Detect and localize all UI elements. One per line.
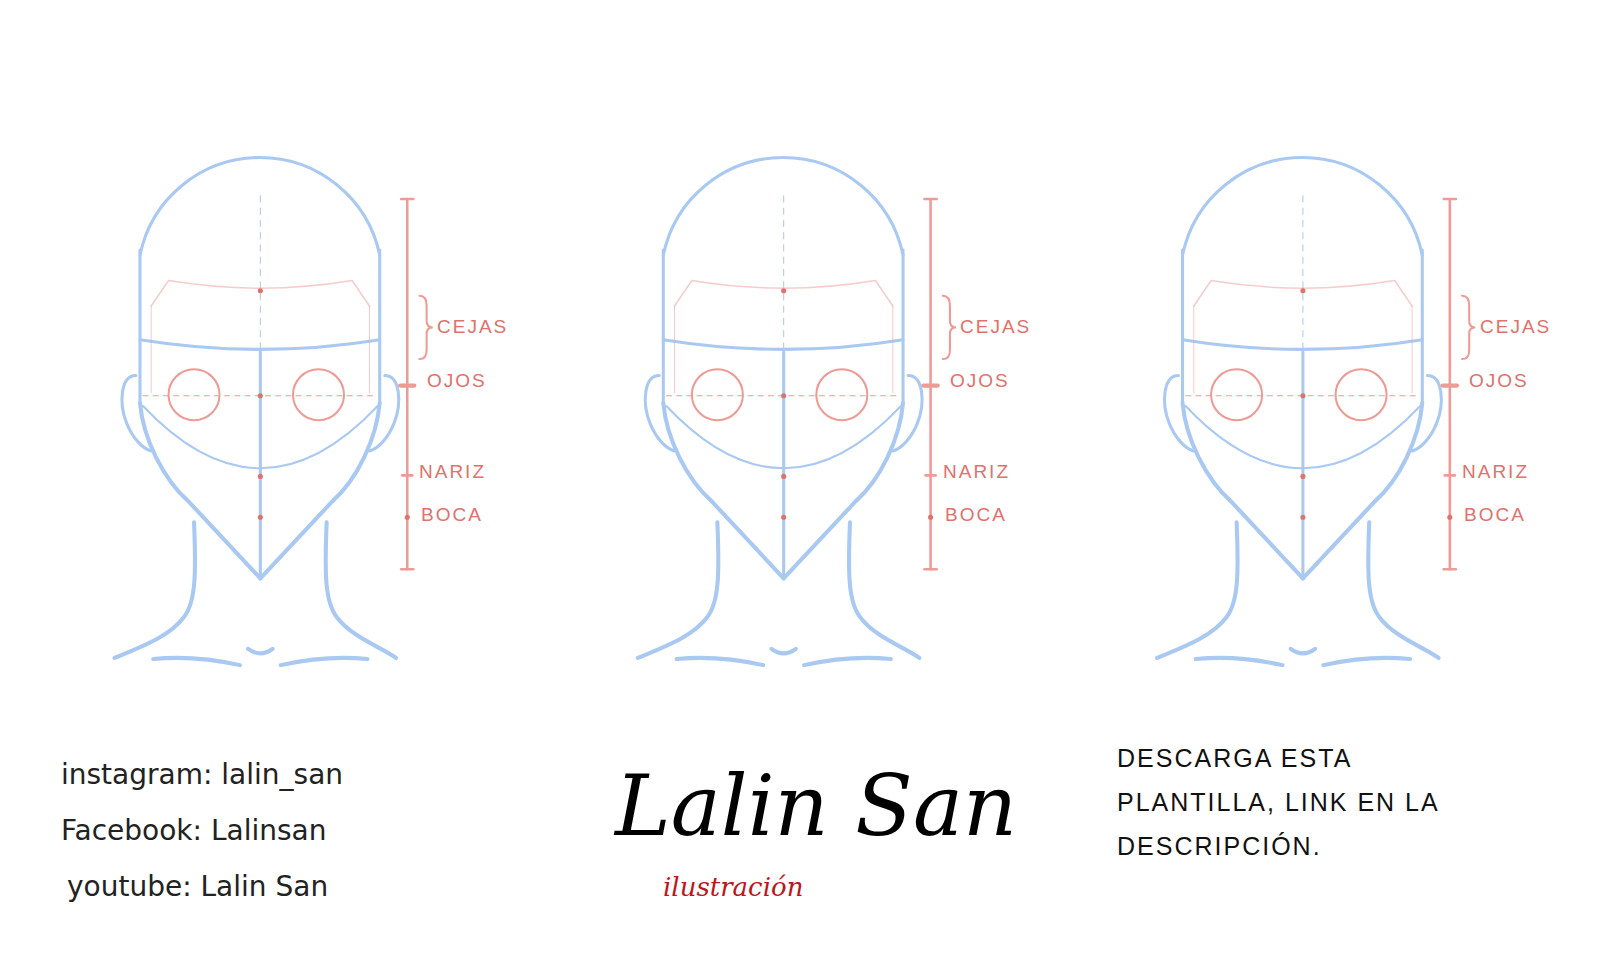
social-handle: Facebook: Lalinsan — [61, 816, 326, 847]
social-handle: youtube: Lalin San — [67, 872, 328, 903]
head-template — [114, 157, 432, 665]
guide-label: CEJAS — [1480, 317, 1551, 338]
signature: Lalin San — [571, 760, 1061, 852]
guide-label: NARIZ — [419, 462, 486, 483]
guide-label: BOCA — [1464, 505, 1526, 526]
guide-label: NARIZ — [1462, 462, 1529, 483]
head-template — [1157, 157, 1475, 665]
guide-label: BOCA — [945, 505, 1007, 526]
signature-subtitle: ilustración — [663, 873, 803, 902]
download-note: DESCARGA ESTA PLANTILLA, LINK EN LA DESC… — [1117, 737, 1469, 868]
guide-label: NARIZ — [943, 462, 1010, 483]
guide-label: CEJAS — [960, 317, 1031, 338]
guide-label: OJOS — [1469, 371, 1529, 392]
guide-label: CEJAS — [437, 317, 508, 338]
head-template — [638, 157, 956, 665]
social-handle: instagram: lalin_san — [61, 760, 343, 791]
guide-label: OJOS — [427, 371, 487, 392]
guide-label: BOCA — [421, 505, 483, 526]
guide-label: OJOS — [950, 371, 1010, 392]
